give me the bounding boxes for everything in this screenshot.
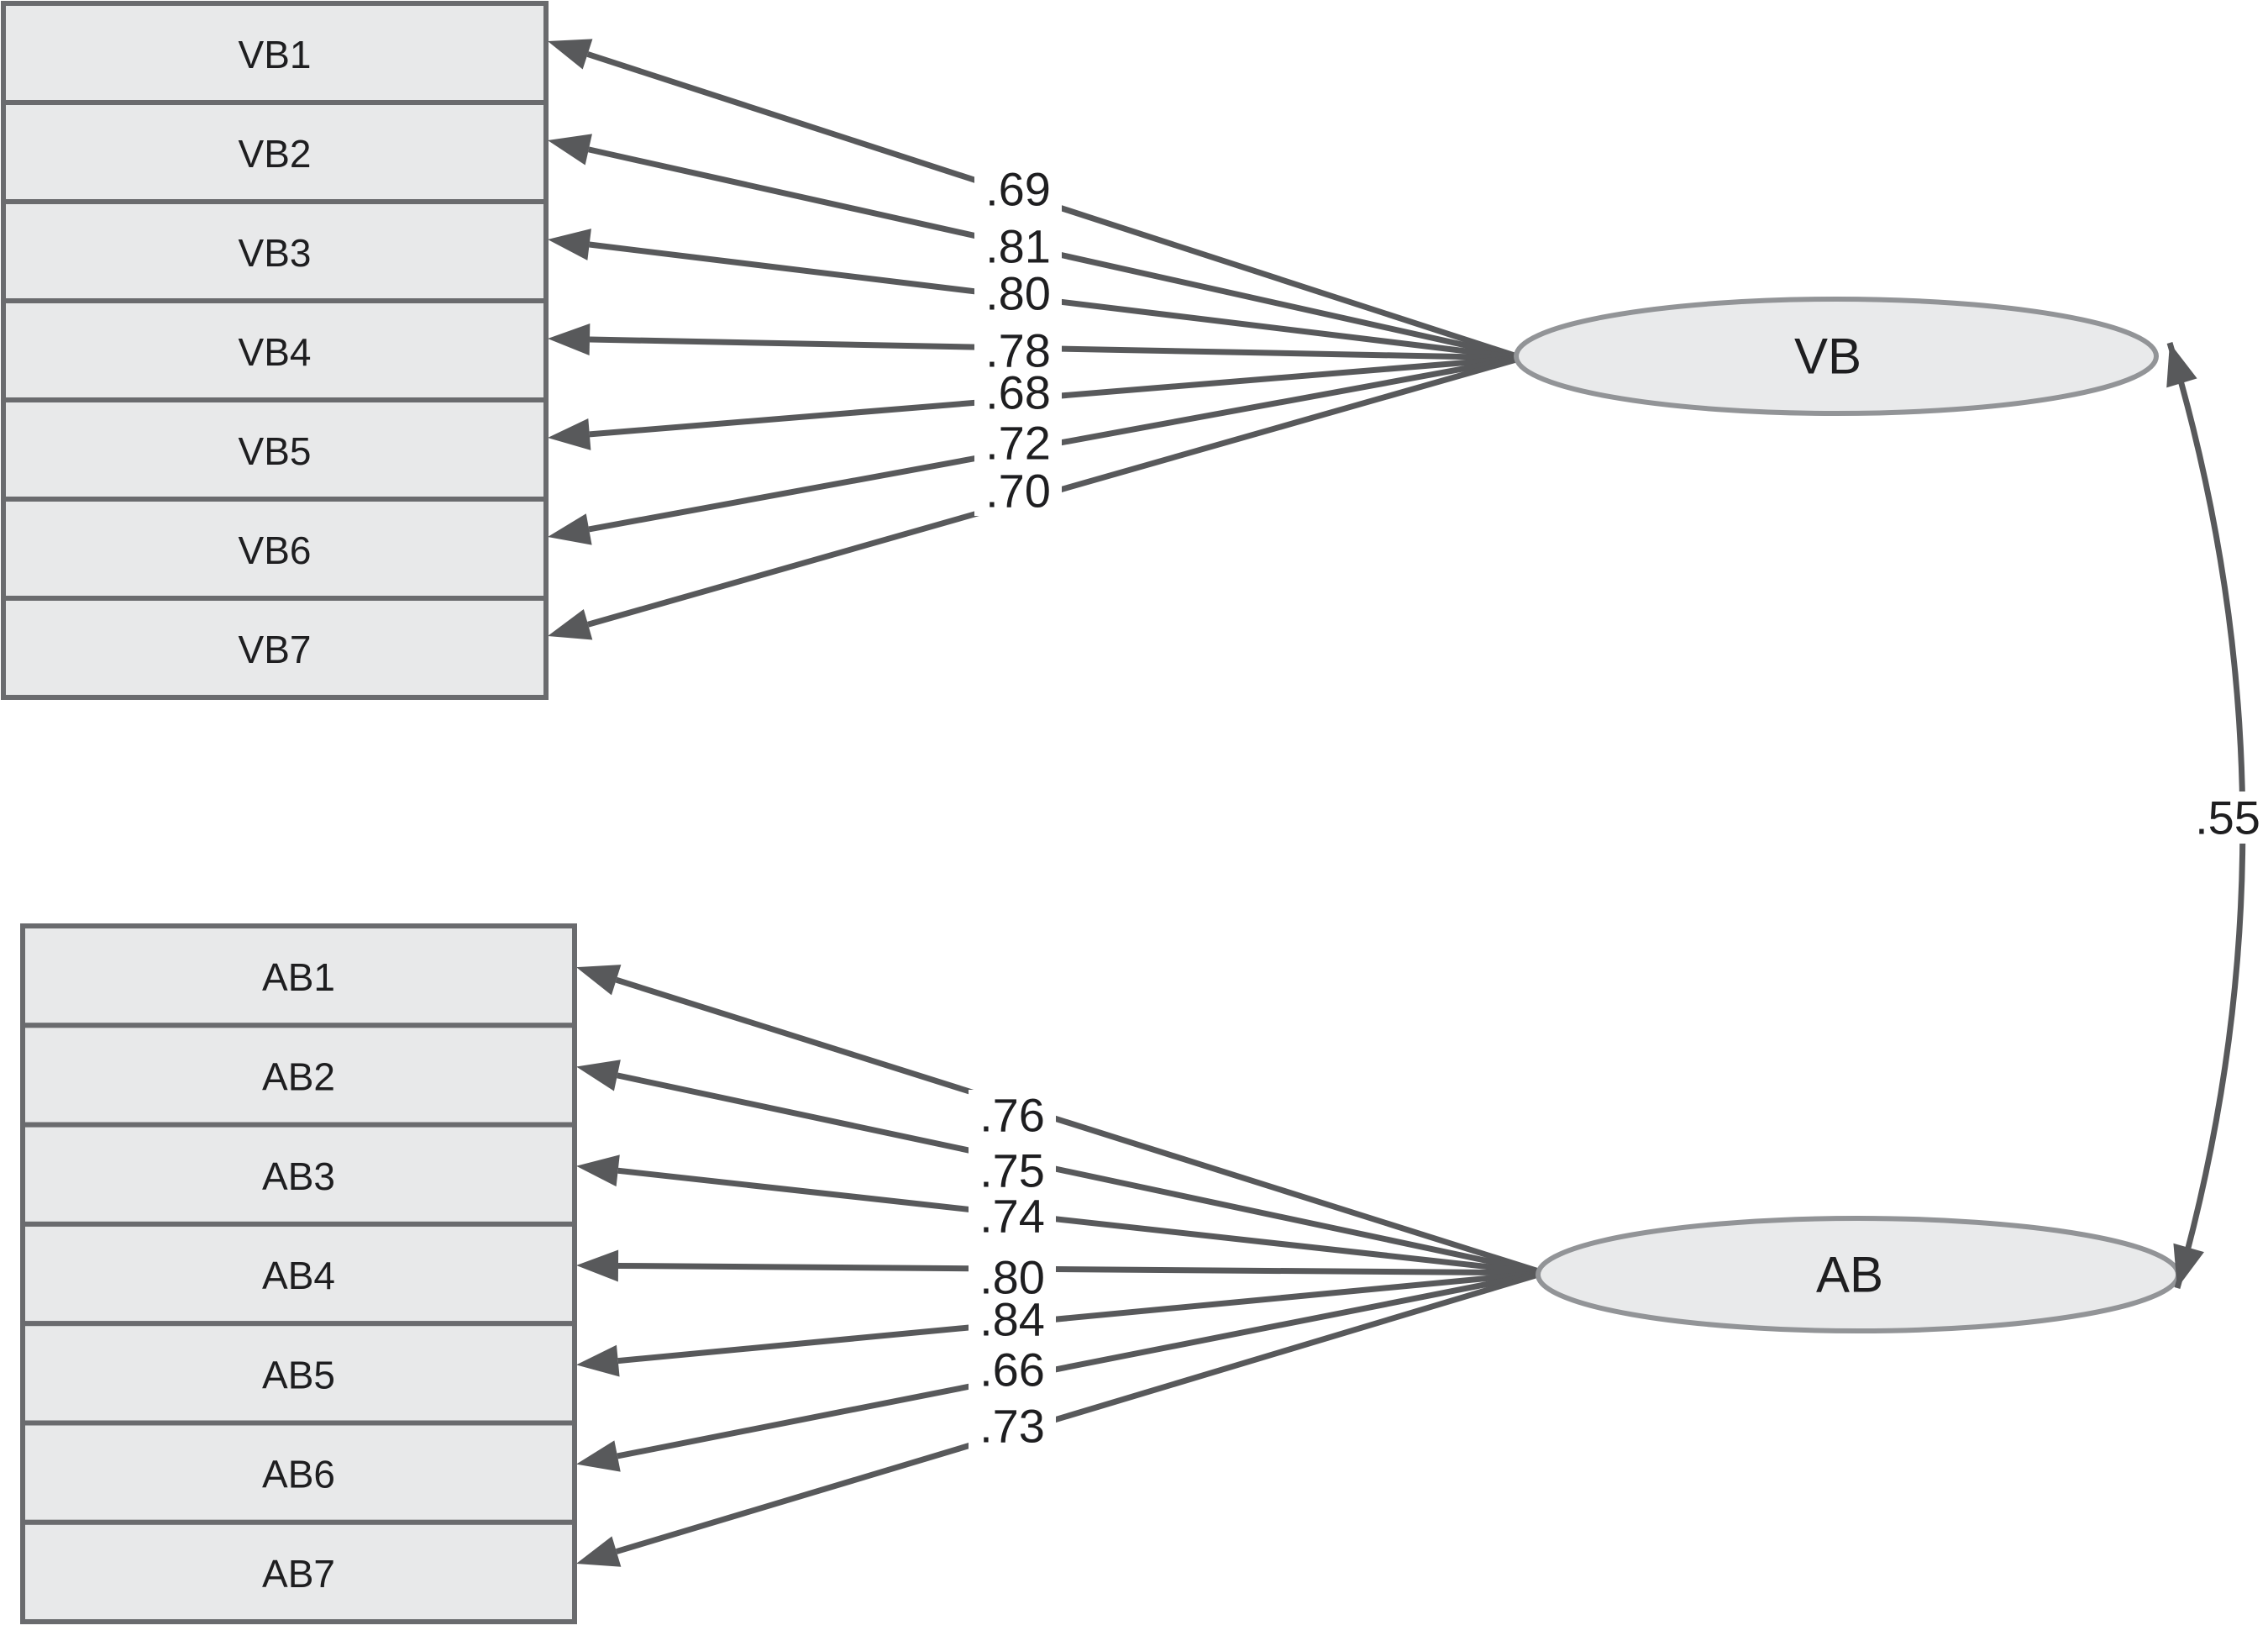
correlation-value-backing: [2181, 791, 2268, 844]
loading-value-backing-vb5: [974, 367, 1062, 418]
loading-arrow-ab4-head: [576, 1249, 619, 1282]
loading-value-ab3: .74: [979, 1190, 1045, 1243]
indicator-box-ab6: [20, 1420, 577, 1525]
loading-arrow-ab6-head: [576, 1440, 621, 1472]
indicator-box-ab7: [20, 1519, 577, 1625]
indicator-label-ab3: AB3: [262, 1154, 335, 1198]
loading-value-backing-ab5: [969, 1294, 1056, 1344]
indicator-label-vb7: VB7: [239, 628, 312, 671]
loading-arrow-vb7-head: [548, 609, 593, 640]
loading-value-ab7: .73: [979, 1400, 1045, 1453]
loading-value-ab5: .84: [979, 1293, 1045, 1346]
indicator-box-ab2: [20, 1023, 577, 1128]
indicator-label-vb5: VB5: [239, 429, 312, 473]
loading-arrow-vb6-head: [548, 513, 592, 545]
indicator-label-vb6: VB6: [239, 529, 312, 572]
indicator-label-ab5: AB5: [262, 1353, 335, 1396]
indicator-label-ab4: AB4: [262, 1254, 335, 1297]
indicator-label-vb4: VB4: [239, 330, 312, 374]
indicator-label-ab7: AB7: [262, 1552, 335, 1596]
indicator-box-vb5: [1, 397, 549, 502]
loading-value-backing-vb6: [974, 418, 1062, 468]
factor-ellipse-vb: [1514, 297, 2159, 416]
loading-arrow-ab5-shaft: [617, 1270, 1545, 1365]
indicator-box-vb7: [1, 596, 549, 700]
loading-value-ab1: .76: [979, 1089, 1045, 1142]
loading-value-ab2: .75: [979, 1144, 1045, 1197]
loading-value-vb2: .81: [985, 220, 1051, 273]
indicator-box-ab3: [20, 1122, 577, 1227]
loading-arrow-ab1-head: [576, 965, 622, 996]
loading-arrow-vb1-head: [548, 39, 593, 70]
correlation-arrowhead-bottom: [2173, 1243, 2204, 1288]
loading-arrow-ab4-shaft: [617, 1262, 1545, 1276]
factor-label-ab: AB: [1816, 1247, 1883, 1303]
loading-arrow-ab3-shaft: [617, 1167, 1545, 1276]
indicator-label-vb1: VB1: [239, 33, 312, 76]
loading-arrow-ab2-head: [576, 1060, 621, 1091]
loading-value-backing-ab2: [969, 1145, 1056, 1196]
loading-value-vb1: .69: [985, 163, 1051, 216]
loading-value-vb3: .80: [985, 267, 1051, 320]
loading-value-ab6: .66: [979, 1344, 1045, 1396]
indicator-box-vb2: [1, 100, 549, 204]
indicator-box-ab1: [20, 923, 577, 1028]
indicator-box-ab5: [20, 1321, 577, 1426]
loading-arrow-ab6-shaft: [617, 1270, 1545, 1459]
loading-arrow-ab7-shaft: [615, 1270, 1546, 1554]
loading-value-backing-ab6: [969, 1344, 1056, 1395]
loading-value-vb7: .70: [985, 465, 1051, 518]
correlation-value: .55: [2195, 791, 2260, 844]
loading-arrow-vb5-head: [548, 418, 591, 450]
loading-value-vb5: .68: [985, 366, 1051, 419]
indicator-label-vb3: VB3: [239, 231, 312, 275]
loading-value-backing-vb1: [974, 164, 1062, 214]
loading-value-backing-vb3: [974, 268, 1062, 318]
loading-value-backing-ab3: [969, 1191, 1056, 1241]
indicator-label-ab2: AB2: [262, 1054, 335, 1098]
loading-arrow-vb4-head: [548, 323, 591, 355]
indicator-box-vb1: [1, 1, 549, 105]
loading-value-backing-vb2: [974, 221, 1062, 271]
loading-arrow-vb3-head: [548, 229, 591, 260]
correlation-arrowhead-top: [2166, 343, 2197, 388]
loading-arrow-vb2-head: [548, 134, 592, 166]
indicator-box-vb6: [1, 497, 549, 601]
indicator-box-vb3: [1, 199, 549, 303]
indicator-label-vb2: VB2: [239, 132, 312, 176]
loading-value-backing-ab1: [969, 1090, 1056, 1140]
loading-arrow-ab3-head: [576, 1154, 620, 1187]
indicator-label-ab1: AB1: [262, 955, 335, 999]
loading-value-backing-ab7: [969, 1401, 1056, 1451]
loading-arrow-ab7-head: [576, 1536, 622, 1567]
loading-arrow-ab2-shaft: [617, 1072, 1545, 1276]
loading-arrow-ab5-head: [576, 1344, 620, 1377]
loading-arrow-ab1-shaft: [615, 976, 1546, 1276]
factor-label-vb: VB: [1794, 329, 1861, 385]
loading-value-backing-vb7: [974, 465, 1062, 516]
loading-value-vb6: .72: [985, 417, 1051, 470]
indicator-label-ab6: AB6: [262, 1453, 335, 1496]
indicator-box-vb4: [1, 298, 549, 402]
